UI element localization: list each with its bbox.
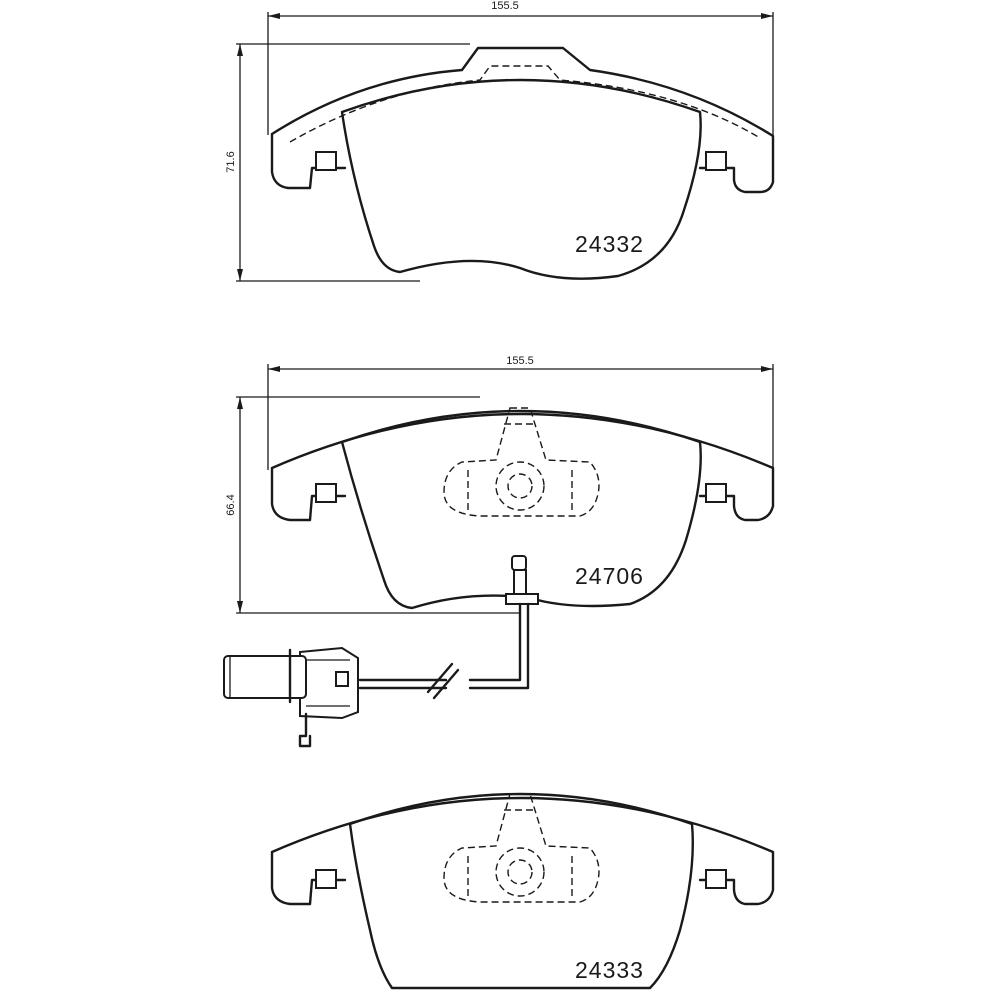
height-dimension-pad-2: 66.4 (225, 396, 520, 614)
lug-right-pad-3 (705, 869, 727, 889)
brake-pad-24333: 24333 (270, 792, 775, 990)
hidden-edge-pad-1 (289, 65, 761, 143)
part-number-pad-1: 24332 (575, 231, 644, 257)
backing-plate-pad-1 (270, 46, 775, 194)
lug-right-pad-2 (705, 483, 727, 503)
lug-right-pad-1 (705, 151, 727, 171)
width-dimension-pad-2: 155.5 (267, 355, 774, 470)
friction-lining-pad-1 (340, 78, 702, 280)
brake-pad-24706: 155.5 66.4 (223, 355, 775, 748)
hidden-shim-pad-3 (443, 793, 600, 903)
backing-plate-pad-3 (270, 796, 775, 906)
friction-lining-pad-2 (340, 409, 702, 610)
width-dimension-pad-1: 155.5 (267, 0, 774, 135)
brake-pad-24332: 155.5 71.6 24332 (225, 0, 775, 282)
part-number-pad-3: 24333 (575, 957, 644, 983)
connector-plug (223, 655, 307, 699)
width-label-pad-1: 155.5 (491, 0, 519, 12)
lug-left-pad-3 (315, 869, 337, 889)
width-label-pad-2: 155.5 (506, 355, 534, 367)
hidden-shim-pad-2 (443, 407, 600, 517)
lug-left-pad-2 (315, 483, 337, 503)
part-number-pad-2: 24706 (575, 563, 644, 589)
wear-sensor-pad-2 (223, 555, 539, 748)
height-dimension-pad-1: 71.6 (225, 43, 470, 282)
height-label-pad-2: 66.4 (225, 494, 237, 515)
backing-plate-pad-2 (270, 412, 775, 522)
lug-left-pad-1 (315, 151, 337, 171)
height-label-pad-1: 71.6 (225, 151, 237, 172)
friction-lining-pad-3 (348, 792, 694, 990)
